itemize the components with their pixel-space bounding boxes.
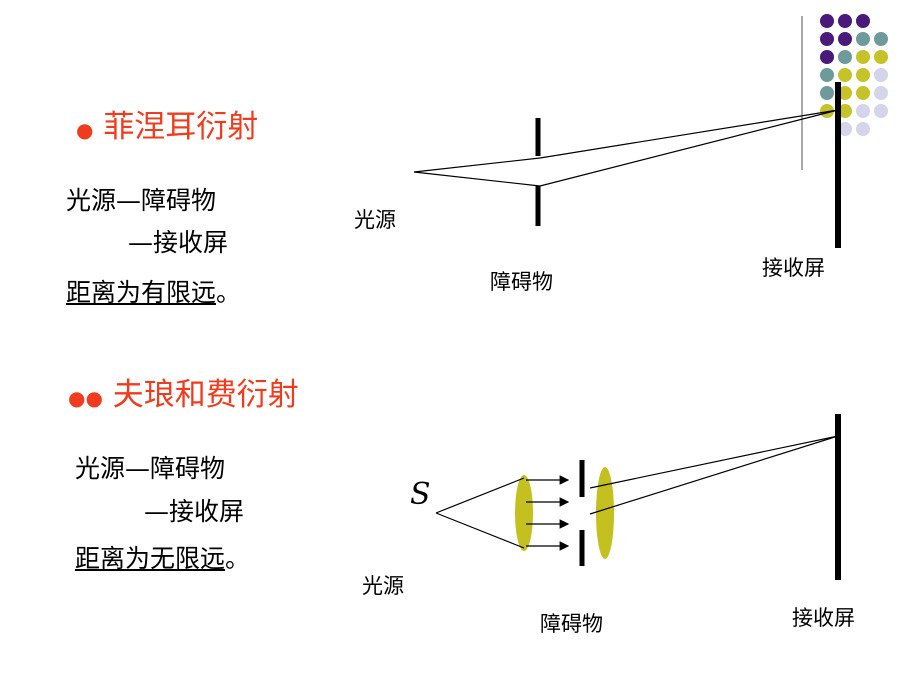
- fresnel-conclusion: 距离为有限远。: [66, 280, 241, 305]
- fresnel-line1: 光源—障碍物: [66, 186, 217, 215]
- decorative-dot: [856, 68, 870, 82]
- decorative-dot: [838, 32, 852, 46]
- fresnel-ray-upper-a: [413, 157, 541, 173]
- decorative-dot: [856, 14, 870, 28]
- fraunhofer-obstacle-label: 障碍物: [540, 612, 603, 636]
- focusing-lens: [596, 467, 614, 559]
- decorative-dot: [856, 86, 870, 100]
- fresnel-title: 菲涅耳衍射: [103, 109, 259, 145]
- fraunhofer-title: 夫琅和费衍射: [112, 377, 299, 413]
- fraunhofer-screen-label: 接收屏: [792, 606, 855, 630]
- decorative-dot: [874, 86, 888, 100]
- decorative-dot: [838, 104, 852, 118]
- decorative-dot: [856, 50, 870, 64]
- decorative-dot: [838, 50, 852, 64]
- fraunhofer-line1: 光源—障碍物: [75, 454, 226, 483]
- decorative-dot: [820, 104, 834, 118]
- fresnel-ray-upper-b: [539, 109, 839, 159]
- decorative-dot: [820, 50, 834, 64]
- fresnel-ray-lower-a: [413, 171, 541, 187]
- decorative-dot: [874, 68, 888, 82]
- collimating-lens: [515, 475, 533, 551]
- fresnel-ray-lower-b: [539, 109, 839, 187]
- source-ray-upper: [435, 477, 525, 514]
- decorative-dot: [838, 14, 852, 28]
- decorative-dot: [856, 32, 870, 46]
- bullet-icon: ●: [76, 118, 94, 142]
- decorative-dot: [874, 50, 888, 64]
- decorative-dot: [820, 14, 834, 28]
- decorative-dot: [838, 68, 852, 82]
- converging-ray-upper: [589, 435, 839, 489]
- fraunhofer-period: 。: [225, 544, 251, 573]
- fresnel-conclusion-text: 距离为有限远: [66, 278, 217, 307]
- decorative-dot: [820, 68, 834, 82]
- converging-ray-lower: [589, 435, 839, 515]
- fraunhofer-diagram: [435, 414, 841, 580]
- decorative-dot: [874, 32, 888, 46]
- decorative-dot: [856, 122, 870, 136]
- source-ray-lower: [435, 512, 525, 549]
- decorative-dot: [838, 122, 852, 136]
- fraunhofer-conclusion: 距离为无限远。: [75, 546, 250, 571]
- fresnel-line2: —接收屏: [128, 228, 229, 257]
- fraunhofer-heading: ●● 夫琅和费衍射: [68, 380, 299, 411]
- decorative-dot: [820, 86, 834, 100]
- decorative-dot: [820, 32, 834, 46]
- decorative-dot: [838, 86, 852, 100]
- source-symbol: S: [410, 477, 431, 512]
- double-bullet-icon: ●●: [68, 386, 103, 410]
- decorative-dot: [874, 104, 888, 118]
- fresnel-obstacle-label: 障碍物: [490, 270, 553, 294]
- fraunhofer-source-label: 光源: [362, 574, 404, 598]
- fraunhofer-line2: —接收屏: [144, 497, 245, 526]
- fresnel-period: 。: [216, 278, 242, 307]
- fresnel-heading: ● 菲涅耳衍射: [76, 112, 258, 143]
- fraunhofer-conclusion-text: 距离为无限远: [75, 544, 226, 573]
- fresnel-diagram: [413, 16, 841, 248]
- decorative-dot: [856, 104, 870, 118]
- fresnel-screen-label: 接收屏: [762, 256, 825, 280]
- fresnel-source-label: 光源: [354, 208, 396, 232]
